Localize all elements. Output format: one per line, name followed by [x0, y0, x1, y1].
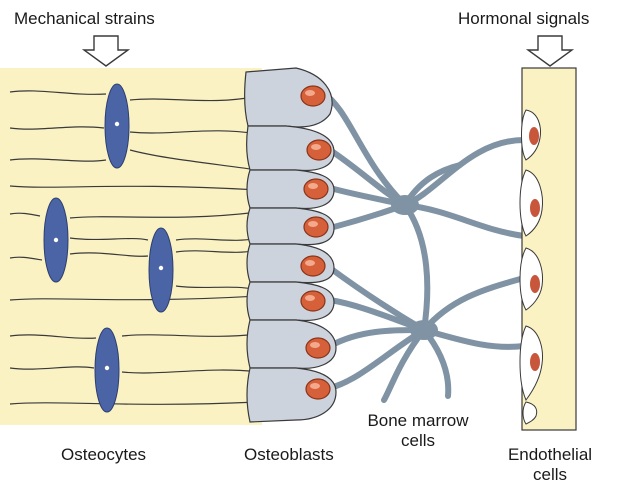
bone-matrix: [0, 68, 262, 425]
endothelial-label-line2: cells: [494, 465, 606, 483]
hormonal-signals-arrow-icon: [528, 36, 572, 66]
osteoblasts-label: Osteoblasts: [244, 445, 334, 465]
mechanical-strains-arrow-icon: [84, 36, 128, 66]
osteoblasts-group: [245, 68, 336, 422]
endothelial-label-line1: Endothelial: [494, 445, 606, 465]
endothelial-cells-label: Endothelial cells: [494, 445, 606, 483]
bone-marrow-label-line2: cells: [366, 431, 470, 451]
osteocytes-label: Osteocytes: [61, 445, 146, 465]
hormonal-signals-label: Hormonal signals: [458, 9, 589, 29]
bone-marrow-label-line1: Bone marrow: [366, 411, 470, 431]
bone-marrow-network: [322, 92, 524, 400]
mechanical-strains-label: Mechanical strains: [14, 9, 155, 29]
bone-marrow-cells-label: Bone marrow cells: [366, 411, 470, 451]
